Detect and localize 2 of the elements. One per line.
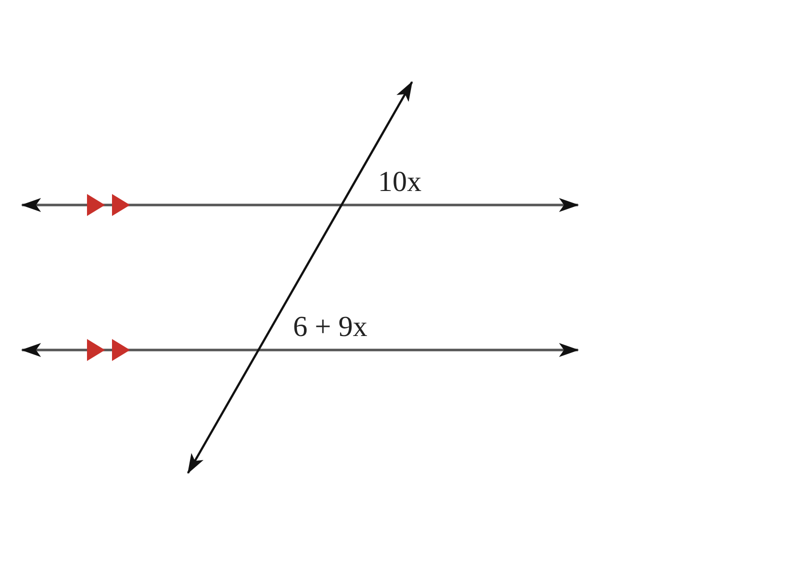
angle-label: 6 + 9x xyxy=(293,313,368,342)
angle-label: 10x xyxy=(378,168,422,197)
